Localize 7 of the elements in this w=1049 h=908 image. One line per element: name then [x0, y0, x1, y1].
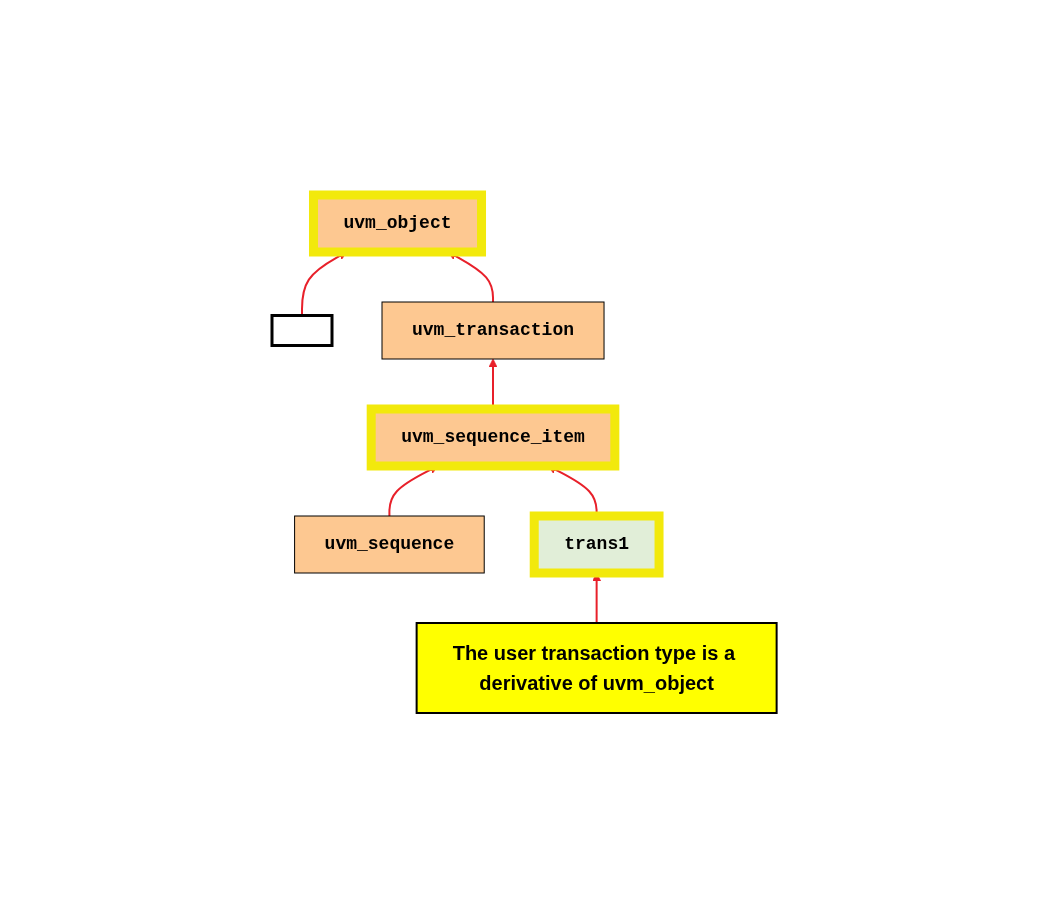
node-box: uvm_sequence_item — [366, 404, 620, 471]
node-box: trans1 — [529, 511, 664, 578]
node-box — [270, 314, 334, 347]
node-box: uvm_transaction — [381, 301, 605, 360]
node-box: uvm_object — [309, 190, 487, 257]
node-box: The user transaction type is a derivative of uvm_object — [415, 622, 778, 714]
node-box: uvm_sequence — [294, 515, 485, 574]
